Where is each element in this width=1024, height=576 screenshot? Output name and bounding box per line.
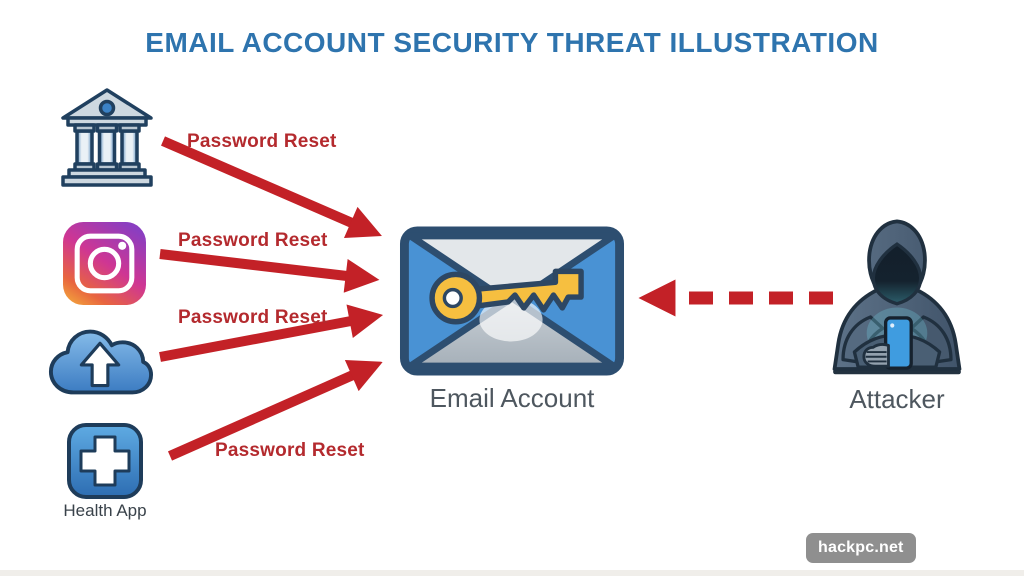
upload-arrow-glyph xyxy=(79,341,121,388)
watermark-badge: hackpc.net xyxy=(806,533,916,563)
password-reset-label-4: Password Reset xyxy=(215,440,365,461)
bottom-strip xyxy=(0,570,1024,576)
page-title: EMAIL ACCOUNT SECURITY THREAT ILLUSTRATI… xyxy=(145,27,879,58)
key-icon xyxy=(429,268,584,325)
health-app-label: Health App xyxy=(63,501,147,520)
password-reset-label-1: Password Reset xyxy=(187,131,337,152)
hooded-attacker-icon xyxy=(826,213,968,385)
arrow-instagram-to-email xyxy=(159,249,380,293)
arrow-bank-to-email xyxy=(161,136,382,239)
health-app-icon xyxy=(66,422,144,500)
phone-icon xyxy=(883,316,913,370)
password-reset-label-2: Password Reset xyxy=(178,230,328,251)
hand xyxy=(862,342,890,368)
cloud-upload-icon xyxy=(46,323,154,399)
email-account-label: Email Account xyxy=(429,383,595,413)
medical-cross-glyph xyxy=(79,435,131,487)
envelope-key-icon xyxy=(399,226,625,376)
bank-icon xyxy=(57,86,157,188)
password-reset-label-3: Password Reset xyxy=(178,307,328,328)
hood-opening xyxy=(871,242,923,306)
instagram-icon xyxy=(62,221,147,306)
attacker-label: Attacker xyxy=(849,384,945,414)
